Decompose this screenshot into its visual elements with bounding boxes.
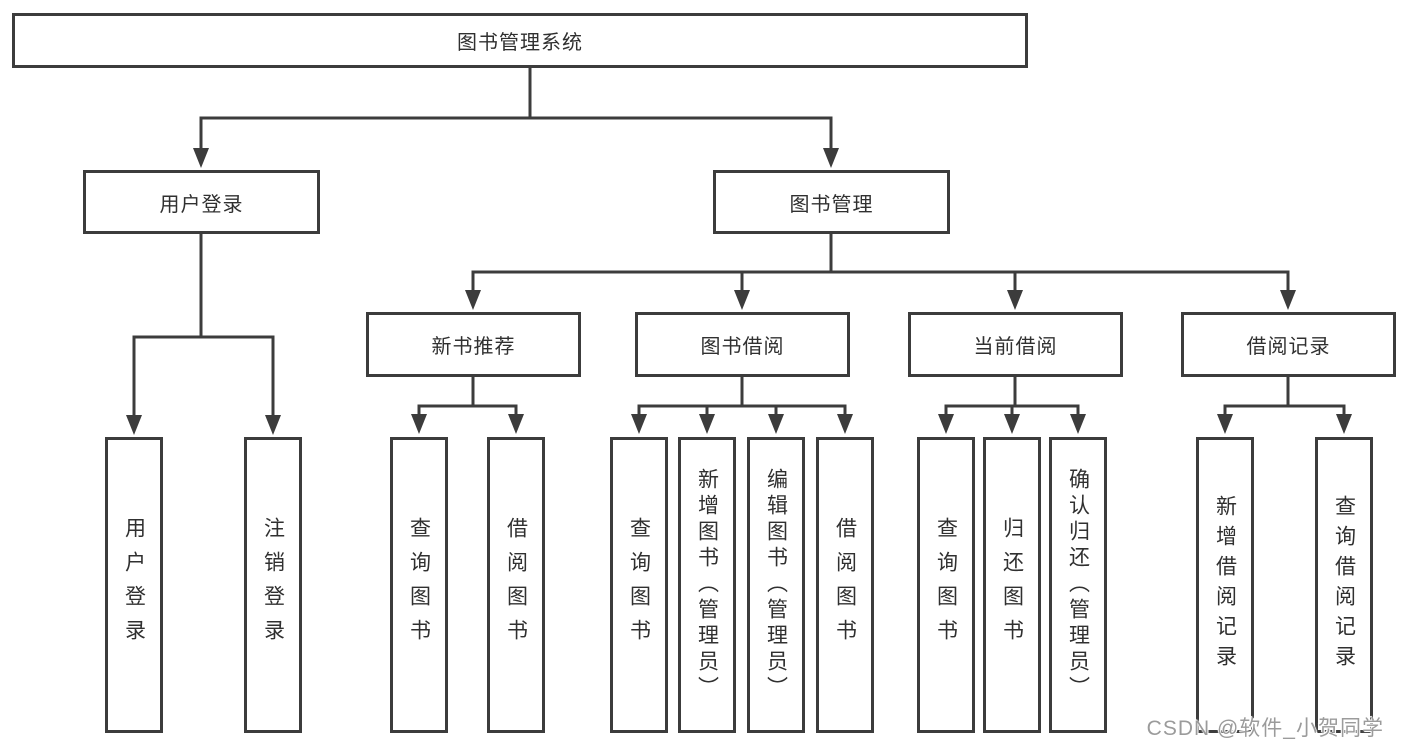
arrow-leaf-7 (768, 414, 784, 434)
arrow-leaf-13 (1336, 414, 1352, 434)
arrow-to-records (1280, 290, 1296, 310)
node-borrowing-records: 借阅记录 (1181, 312, 1396, 377)
borrowing-rail-line (637, 404, 847, 417)
arrow-leaf-8 (837, 414, 853, 434)
leaf-query-borrow-record: 查询借阅记录 (1315, 437, 1373, 733)
arrow-leaf-6 (699, 414, 715, 434)
user-login-rail-line (132, 335, 275, 418)
records-rail-line (1223, 404, 1346, 417)
recommend-rail-line (417, 404, 518, 417)
node-current-borrowing: 当前借阅 (908, 312, 1123, 377)
leaf-query-books-borrowing: 查询图书 (610, 437, 668, 733)
node-root: 图书管理系统 (12, 13, 1028, 68)
arrow-leaf-1 (126, 415, 142, 435)
arrow-leaf-12 (1217, 414, 1233, 434)
arrow-to-book-management (823, 148, 839, 168)
leaf-borrow-books-borrowing: 借阅图书 (816, 437, 874, 733)
csdn-watermark: CSDN @软件_小贺同学 (1146, 717, 1384, 740)
arrow-leaf-10 (1004, 414, 1020, 434)
arrow-leaf-4 (508, 414, 524, 434)
arrow-leaf-9 (938, 414, 954, 434)
arrow-leaf-3 (411, 414, 427, 434)
arrow-to-user-login (193, 148, 209, 168)
arrow-leaf-5 (631, 414, 647, 434)
leaf-logout: 注销登录 (244, 437, 302, 733)
leaf-add-books-admin: 新增图书（管理员） (678, 437, 736, 733)
arrow-leaf-11 (1070, 414, 1086, 434)
leaf-confirm-return-admin: 确认归还（管理员） (1049, 437, 1107, 733)
arrow-to-recommend (465, 290, 481, 310)
leaf-user-login: 用户登录 (105, 437, 163, 733)
arrowheads (126, 148, 1352, 435)
leaf-edit-books-admin: 编辑图书（管理员） (747, 437, 805, 733)
node-book-management: 图书管理 (713, 170, 950, 234)
leaf-query-books-recommend: 查询图书 (390, 437, 448, 733)
level3-rail-line (471, 270, 1290, 293)
arrow-leaf-2 (265, 415, 281, 435)
arrow-to-current (1007, 290, 1023, 310)
node-new-book-recommendation: 新书推荐 (366, 312, 581, 377)
node-book-borrowing: 图书借阅 (635, 312, 850, 377)
arrow-to-borrowing (734, 290, 750, 310)
leaf-borrow-books-recommend: 借阅图书 (487, 437, 545, 733)
node-user-login: 用户登录 (83, 170, 320, 234)
leaf-query-books-current: 查询图书 (917, 437, 975, 733)
level2-rail-line (199, 116, 833, 150)
leaf-return-books: 归还图书 (983, 437, 1041, 733)
leaf-add-borrow-record: 新增借阅记录 (1196, 437, 1254, 733)
